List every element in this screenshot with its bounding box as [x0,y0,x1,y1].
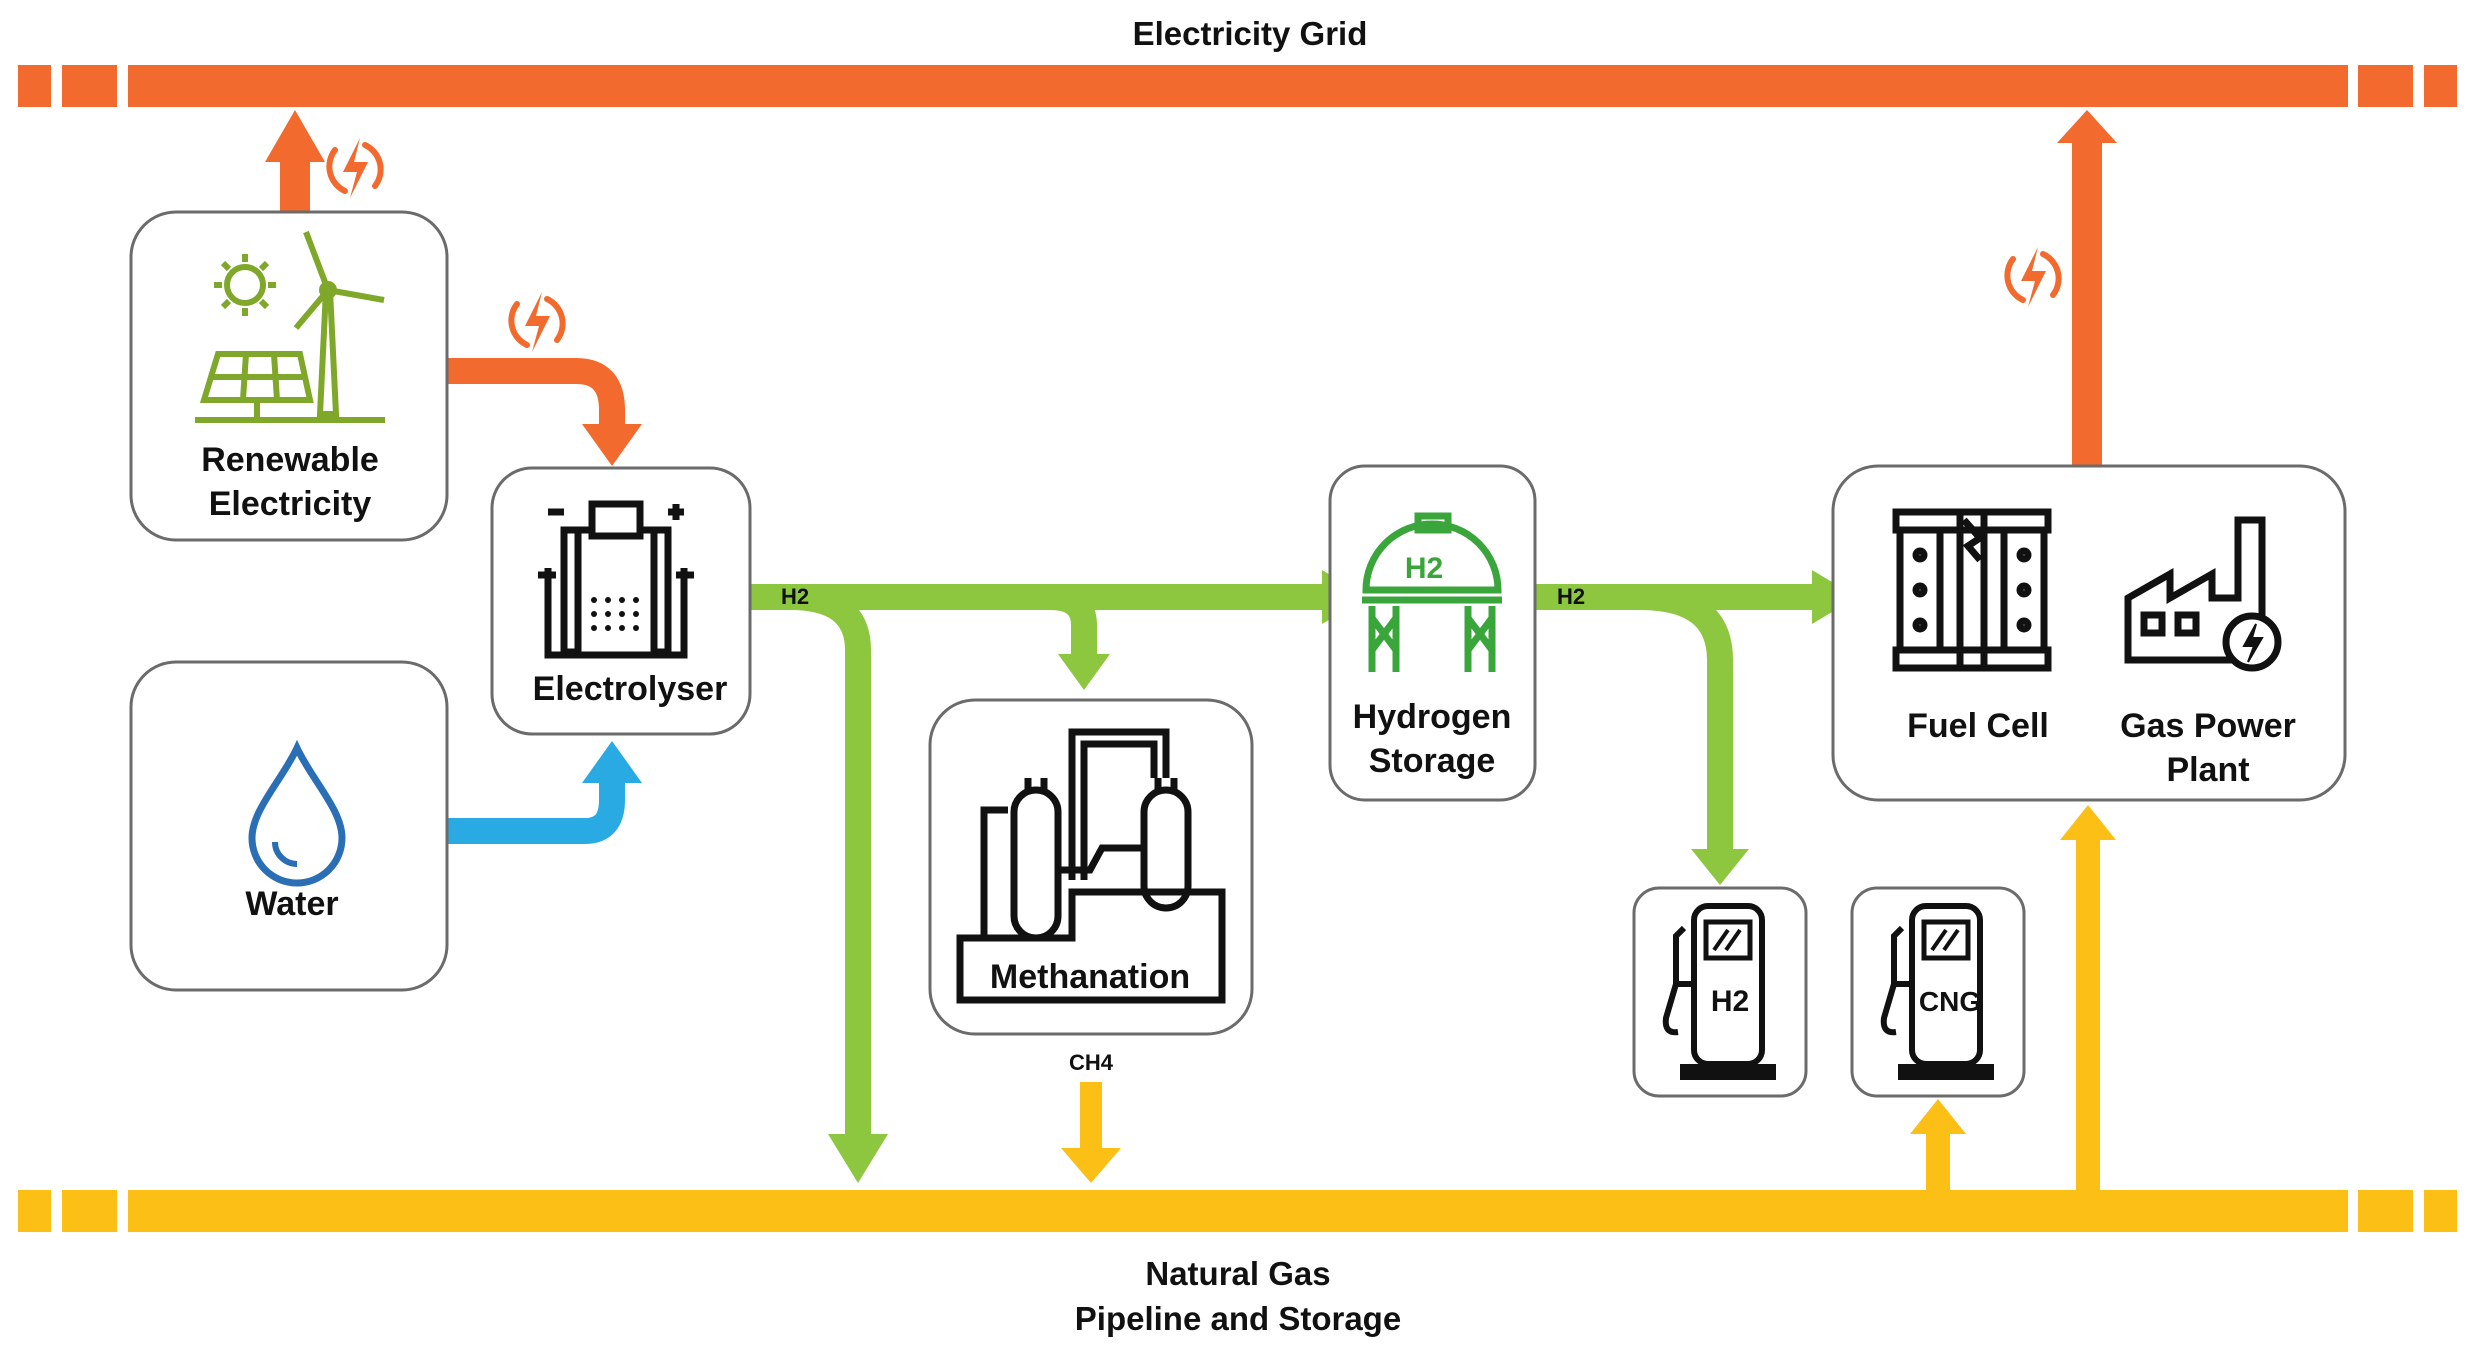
flow-label-h2-storage: H2 [1557,584,1585,609]
methanation-label: Methanation [990,958,1190,996]
electricity-bolt-icon [511,292,562,352]
electricity-bolt-icon [2007,247,2058,307]
natural-gas-pipe [18,1190,2457,1232]
electrolyser-node: Electrolyser [490,466,752,736]
hydrogen-storage-label-line1: Hydrogen [1353,698,1512,736]
water-label: Water [245,885,338,923]
natural-gas-title-line2: Pipeline and Storage [1075,1300,1401,1337]
fuel-cell-stack-icon [1892,508,2052,672]
solar-panel-and-wind-turbine-icon [195,230,385,423]
flow-label-ch4: CH4 [1069,1050,1114,1075]
electricity-grid-pipe [18,65,2457,107]
hydrogen-storage-label-line2: Storage [1369,742,1496,780]
water-node: Water [129,660,449,992]
water-flow [446,741,642,844]
hydrogen-tank-icon [1362,512,1502,672]
hydrogen-pump-node: H2 [1632,886,1808,1098]
cng-pump-label: CNG [1919,986,1981,1017]
hydrogen-tank-formula: H2 [1405,552,1443,585]
renewable-electricity-label-line1: Renewable [201,441,379,479]
electrolysis-cell-icon [538,500,694,659]
renewable-electricity-node: Renewable Electricity [129,210,449,542]
hydrogen-storage-node: H2 2 Hydrogen Storage [1328,464,1537,802]
fuel-cell-and-gas-power-node: Fuel Cell Gas Power Plant [1831,464,2347,802]
renewable-electricity-label-line2: Electricity [209,485,372,523]
natural-gas-flows [1061,805,2116,1192]
electricity-bolt-icon [329,138,380,198]
electrolyte-bubbles [591,597,639,631]
gas-power-plant-label-line2: Plant [2166,751,2249,789]
flow-label-h2-electrolyser: H2 [781,584,809,609]
chemical-plant-icon [956,728,1226,1004]
electricity-grid-title: Electricity Grid [1133,15,1368,52]
fuel-cell-label: Fuel Cell [1907,707,2049,745]
water-drop-icon [248,739,346,887]
natural-gas-title-line1: Natural Gas [1145,1255,1330,1292]
power-plant-icon [2124,516,2282,672]
electrolyser-label: Electrolyser [533,670,728,708]
gas-power-plant-label-line1: Gas Power [2120,707,2296,745]
electricity-flows [265,110,2117,466]
hydrogen-pump-label: H2 [1711,985,1749,1018]
methanation-node: Methanation [928,698,1254,1036]
cng-pump-node: CNG [1850,886,2026,1098]
